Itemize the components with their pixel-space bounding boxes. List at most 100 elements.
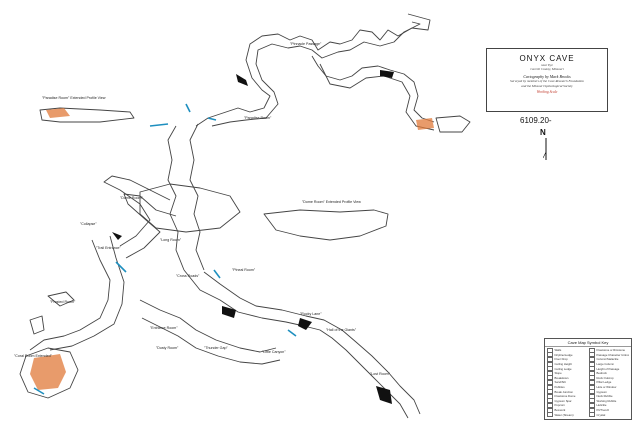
legend-item: Breakdown (547, 375, 587, 381)
legend-item-label: Working Rubble (596, 398, 617, 403)
legend-item-label: Sand/Silt (554, 380, 566, 385)
label-rocky-lane: "Rocky Lane" (300, 312, 322, 316)
legend-item-label: Rock Outcrop (596, 375, 614, 380)
map-county: Carroll County, Missouri (530, 67, 564, 72)
label-little-canyon: "Little Canyon" (262, 350, 286, 354)
label-dome-room: "Dome Room" (120, 196, 143, 200)
legend-item-label: Popcorn (554, 403, 565, 408)
symbol-key-title: Cave Map Symbol Key (545, 339, 631, 347)
legend-symbol-icon (589, 361, 595, 367)
surveyed-by-line-1: Surveyed by members of the Cave Research… (510, 79, 584, 84)
legend-item: Hole or Window (589, 384, 629, 390)
legend-symbol-icon (589, 398, 595, 404)
legend-item: Height of Passage (589, 366, 629, 371)
legend-item: Working Rubble (589, 398, 629, 404)
legend-symbol-icon (547, 375, 553, 381)
legend-symbol-icon (589, 357, 595, 362)
legend-symbol-icon (589, 407, 595, 413)
legend-item: Pit/Trench (589, 407, 629, 413)
legend-item-label: Pit/Trench (596, 408, 610, 413)
legend-item-label: Dripline/Ledge (554, 352, 573, 357)
passage-upper-right (195, 13, 431, 127)
legend-item-label: Slope (554, 371, 562, 376)
label-paradise-room: "Paradise Room" (244, 116, 272, 120)
north-arrow-label: N (540, 128, 546, 137)
legend-item-label: Hole or Window (596, 385, 617, 390)
legend-item-label: Gypsum (596, 389, 607, 394)
legend-symbol-icon (547, 389, 553, 394)
legend-item-label: Flowstone or Rimstone (596, 348, 626, 353)
legend-symbol-icon (589, 403, 595, 408)
legend-item-label: Gypsum Spar (554, 398, 572, 403)
datum-label: 6109.20- (520, 116, 552, 125)
legend-item-label: Crystal (596, 412, 606, 417)
legend-item-label: Pebbles (554, 385, 565, 390)
map-title: ONYX CAVE (519, 54, 575, 63)
legend-symbol-icon (547, 380, 553, 385)
lower-left-room (19, 347, 79, 399)
legend-item: Neck Rubble (589, 393, 629, 399)
legend-item-label: Ceiling Ledge (554, 366, 572, 371)
legend-symbol-icon (589, 412, 595, 417)
legend-item-label: Break Junction (554, 389, 574, 394)
legend-item-label: Boxwork (554, 408, 566, 413)
legend-symbol-icon (547, 407, 553, 413)
label-cross-roads: "Cross Roads" (176, 274, 200, 278)
legend-item: Ceiling Ledge (547, 366, 587, 371)
dome-room (139, 183, 241, 233)
legend-symbol-icon (547, 393, 553, 399)
legend-item-label: Breakdown (554, 375, 569, 380)
legend-item: Column/Stalactite (589, 357, 629, 362)
legend-item-label: Walls (554, 348, 562, 353)
label-coral-room: "Coral Room Extended" (14, 354, 52, 358)
label-collapse: "Collapse" (80, 222, 97, 226)
legend-item: Bedrock (589, 370, 629, 376)
legend-symbol-icon (547, 366, 553, 371)
passage-left-arm (103, 175, 171, 247)
title-block: ONYX CAVE near Eye Carroll County, Misso… (486, 48, 608, 112)
legend-item: Break Junction (547, 389, 587, 394)
legend-symbol-icon (547, 370, 553, 376)
legend-item: Flowstone or Rimstone (589, 348, 629, 353)
legend-item: Dripline/Ledge (547, 352, 587, 358)
legend-item: Slope (547, 370, 587, 376)
label-trail-entrance: "Trail Entrance" (96, 246, 121, 250)
legend-item-label: Neck Rubble (596, 394, 613, 399)
legend-item-label: Column/Stalactite (596, 357, 619, 362)
legend-item: Crystal (589, 412, 629, 417)
passage-main-corridor (167, 125, 185, 271)
label-pineal-room: "Pineal Room" (232, 268, 256, 272)
profile-center (263, 209, 389, 241)
label-profile-top-left: "Paradise Room" Extended Profile View (42, 96, 106, 100)
label-pinnacle-passage: "Pinnacle Passage" (290, 42, 322, 46)
legend-symbol-icon (547, 361, 553, 367)
legend-symbol-icon (547, 398, 553, 404)
label-lost-room: "Lost Room" (370, 372, 390, 376)
legend-item: Popcorn (547, 403, 587, 408)
legend-symbol-icon (589, 366, 595, 371)
symbol-key: Cave Map Symbol Key Walls Flowstone or Ri… (544, 338, 632, 420)
legend-item-label: Pillar Ledge (596, 380, 612, 385)
label-profile-center: "Dome Room" Extended Profile View (302, 200, 361, 204)
legend-symbol-icon (547, 352, 553, 358)
legend-item: Flowstone Dome (547, 393, 587, 399)
legend-symbol-icon (589, 384, 595, 390)
legend-item: Passage Character Unknown (589, 352, 629, 358)
legend-symbol-icon (547, 403, 553, 408)
north-arrow-icon (543, 138, 547, 160)
label-long-room: "Long Room" (160, 238, 182, 242)
map-subtitle: near Eye (541, 63, 553, 67)
legend-item: Boxwork (547, 407, 587, 413)
passage-lower (183, 269, 409, 419)
surveyed-by-line-2: and the Missouri Speleological Society (521, 83, 573, 88)
legend-item: Ceiling Height (547, 361, 587, 367)
legend-item-label: Floor Drop (554, 357, 568, 362)
legend-item-label: Water (Stream) (554, 412, 574, 417)
profile-top-left (39, 107, 135, 123)
scale-label: Working Scale (536, 89, 558, 94)
legend-item: Sand/Silt (547, 380, 587, 385)
legend-item: Pillar Ledge (589, 380, 629, 385)
legend-symbol-icon (547, 357, 553, 362)
